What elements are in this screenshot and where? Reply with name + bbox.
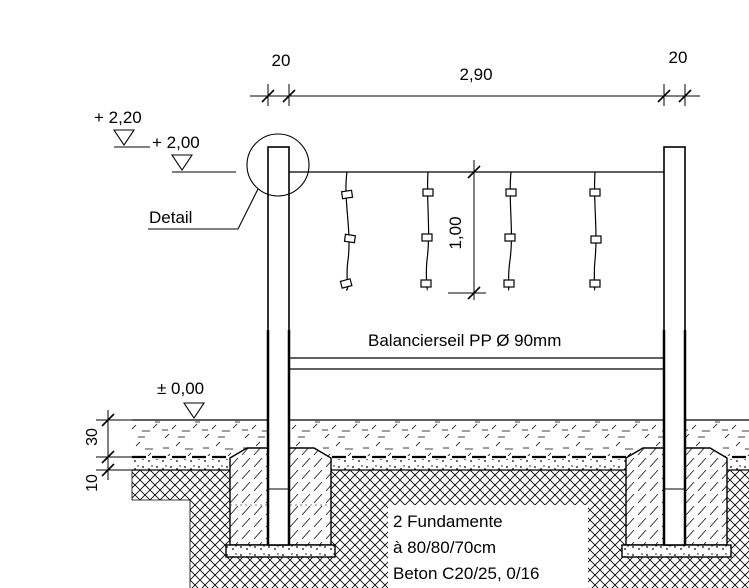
foundation-line-2: à 80/80/70cm [393,538,496,557]
hanging-rope-1 [339,171,357,291]
left-post [266,146,291,546]
level-ground-marker [182,402,206,419]
level-rope-label: + 2,00 [152,133,200,152]
detail-label: Detail [149,208,192,227]
level-ground-label: ± 0,00 [157,379,204,398]
soil-layer-label: 30 [84,428,101,446]
layer-dimension-line [96,410,132,480]
hanging-rope-3 [503,171,517,291]
right-post-width-label: 20 [669,48,688,67]
level-rope-marker [170,154,236,173]
detail-circle [246,133,310,197]
foundation-line-1: 2 Fundamente [393,512,503,531]
balance-rope [289,357,664,370]
top-dimension-line [250,84,700,106]
span-label: 2,90 [459,65,492,84]
hanging-rope-4 [589,171,602,291]
left-post-width-label: 20 [272,51,291,70]
gravel-layer-label: 10 [84,474,101,492]
hang-height-dimension [448,160,486,300]
hanging-rope-2 [420,171,434,291]
detail-leader [148,188,259,230]
hang-height-label: 1,00 [446,216,465,249]
right-post [662,146,687,546]
foundation-line-3: Beton C20/25, 0/16 [393,564,540,583]
level-top-marker [112,129,150,148]
rope-label: Balancierseil PP Ø 90mm [368,331,561,350]
level-top-label: + 2,20 [94,108,142,127]
